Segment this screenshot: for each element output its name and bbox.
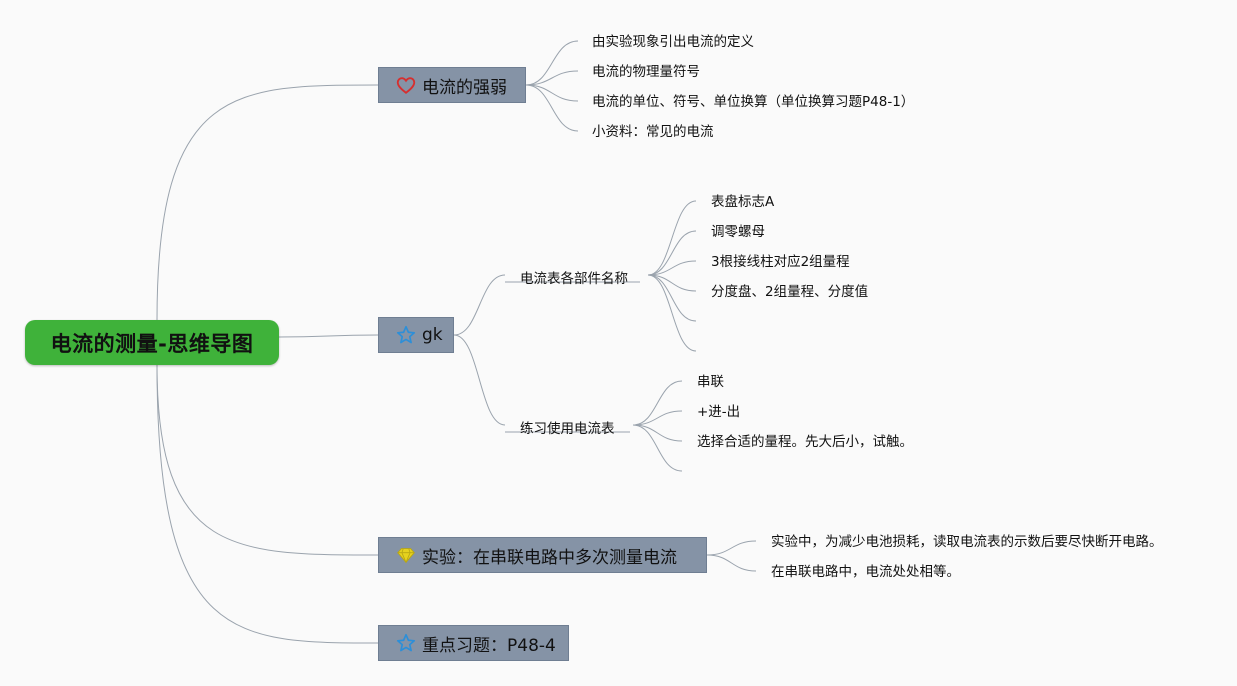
connector-branch-leaf (706, 554, 757, 572)
connector-branch-leaf (706, 540, 757, 556)
leaf-item[interactable]: 由实验现象引出电流的定义 (592, 34, 754, 50)
connector-sub-leaf (647, 200, 697, 276)
connector-sub-leaf (647, 274, 697, 292)
connector-branch-leaf (525, 70, 579, 86)
branch-key-exercise[interactable]: 重点习题：P48-4 (378, 625, 569, 661)
connector-branch-sub (453, 334, 506, 426)
connector-root-branch (156, 364, 379, 556)
leaf-item[interactable]: 选择合适的量程。先大后小，试触。 (697, 434, 913, 450)
leaf-item[interactable]: 实验中，为减少电池损耗，读取电流表的示数后要尽快断开电路。 (771, 534, 1163, 550)
connector-sub-leaf (647, 230, 697, 276)
leaf-item[interactable]: 分度盘、2组量程、分度值 (711, 284, 869, 300)
connector-root-branch (156, 84, 379, 321)
subtopic-practice-ammeter[interactable]: 练习使用电流表 (520, 421, 615, 437)
branch-label: 实验：在串联电路中多次测量电流 (422, 547, 677, 568)
leaf-item[interactable]: 小资料：常见的电流 (592, 124, 714, 140)
connector-sub-leaf (647, 274, 697, 322)
connector-sub-leaf (647, 260, 697, 276)
connector-branch-leaf (525, 84, 579, 102)
branch-gk[interactable]: gk (378, 317, 454, 353)
leaf-item[interactable]: 3根接线柱对应2组量程 (711, 254, 850, 270)
connector-sub-leaf (632, 410, 683, 426)
connector-branch-leaf (525, 84, 579, 132)
connector-root-branch (156, 364, 379, 644)
connector-root-branch (278, 334, 379, 338)
star-icon (395, 324, 417, 346)
connector-sub-leaf (647, 274, 697, 352)
diamond-icon (395, 544, 417, 566)
subtopic-ammeter-parts[interactable]: 电流表各部件名称 (520, 271, 628, 287)
leaf-item[interactable]: 串联 (697, 374, 724, 390)
connector-sub-leaf (632, 424, 683, 442)
connector-sub-leaf (632, 424, 683, 472)
connector-branch-leaf (525, 40, 579, 86)
connector-sub-leaf (632, 380, 683, 426)
leaf-item[interactable]: 电流的物理量符号 (592, 64, 700, 80)
leaf-item[interactable]: +进-出 (697, 404, 741, 420)
branch-label: 重点习题：P48-4 (422, 635, 556, 656)
root-topic[interactable]: 电流的测量-思维导图 (25, 320, 279, 365)
star-icon (395, 632, 417, 654)
branch-label: gk (422, 325, 443, 345)
heart-icon (395, 74, 417, 96)
leaf-item[interactable]: 电流的单位、符号、单位换算（单位换算习题P48-1） (592, 94, 915, 110)
leaf-item[interactable]: 调零螺母 (711, 224, 765, 240)
branch-current-strength[interactable]: 电流的强弱 (378, 67, 526, 103)
connector-branch-sub (453, 274, 506, 336)
branch-experiment[interactable]: 实验：在串联电路中多次测量电流 (378, 537, 707, 573)
leaf-item[interactable]: 在串联电路中，电流处处相等。 (771, 564, 960, 580)
leaf-item[interactable]: 表盘标志A (711, 194, 775, 210)
branch-label: 电流的强弱 (422, 77, 507, 98)
